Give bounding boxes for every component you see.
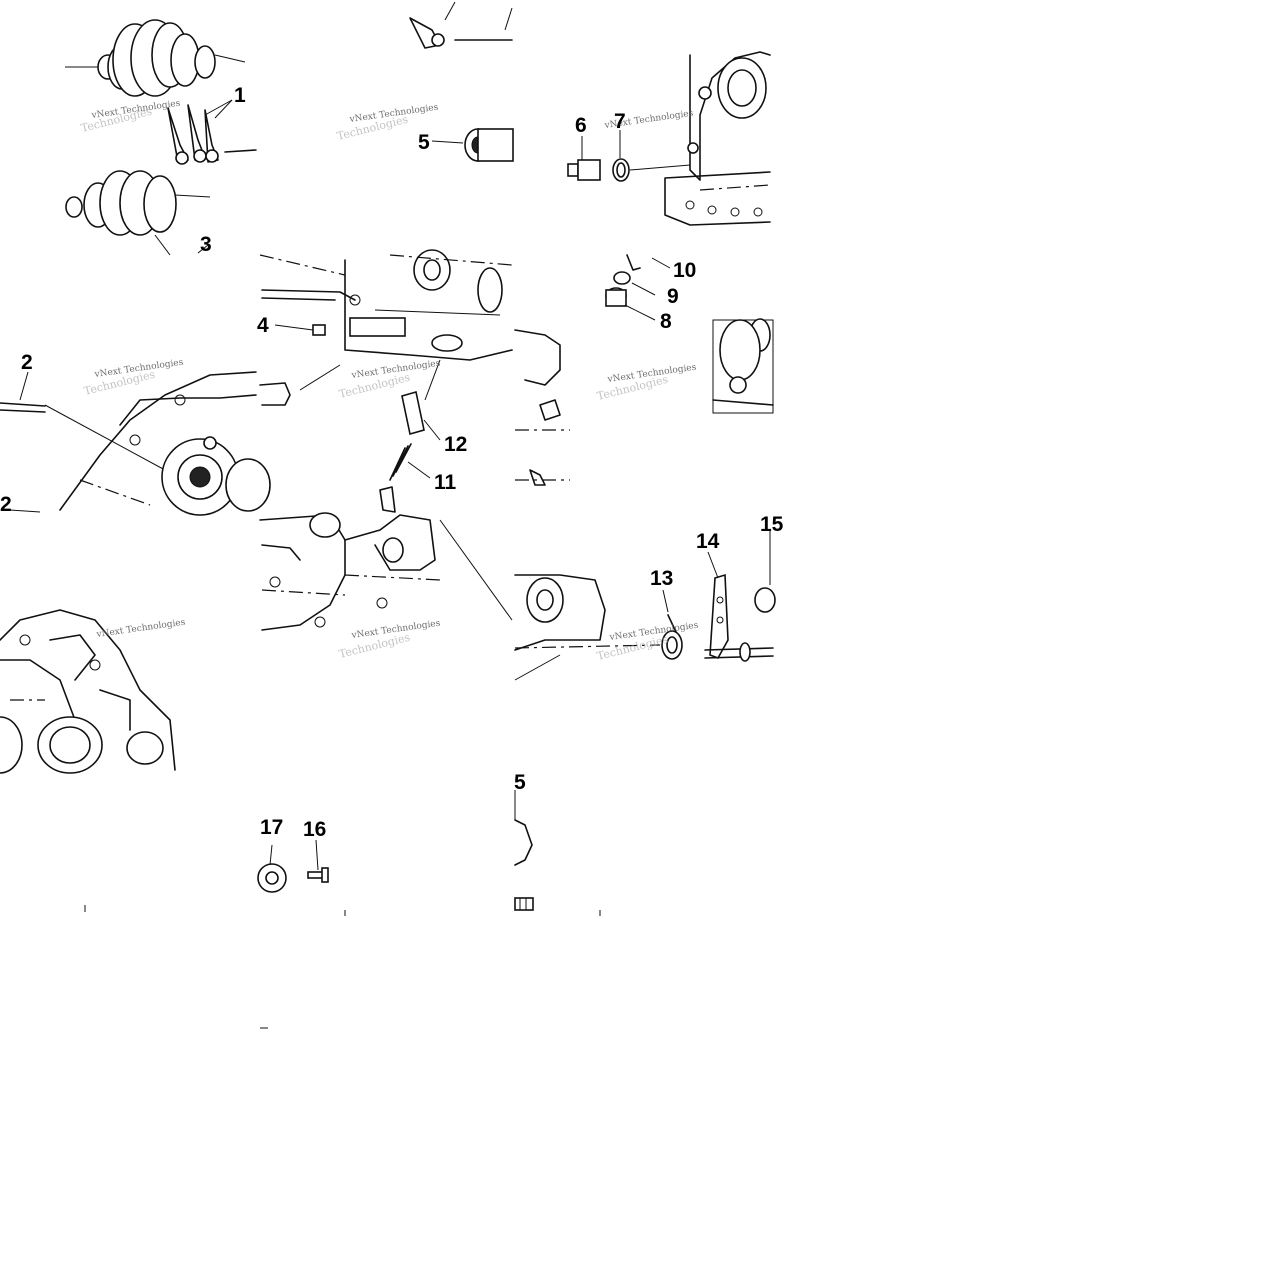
callout-3: 3 <box>200 233 212 256</box>
callout-14: 14 <box>696 530 720 553</box>
callout-4: 4 <box>257 314 269 337</box>
callout-6: 6 <box>575 114 587 137</box>
callout-10: 10 <box>673 259 696 282</box>
crankcase-left-half <box>0 371 291 516</box>
bolt-and-flange-nut <box>84 790 601 1029</box>
callout-8: 8 <box>660 310 672 333</box>
callout-2-upper: 2 <box>21 351 33 374</box>
crankcase-middle <box>259 249 513 513</box>
crankcase-right-half <box>0 609 176 774</box>
callout-5-lower: 5 <box>514 771 526 794</box>
callout-9: 9 <box>667 285 679 308</box>
watermarks: vNext Technologies Technologies vNext Te… <box>80 99 700 663</box>
callout-16: 16 <box>303 818 326 841</box>
callout-13: 13 <box>650 567 673 590</box>
transmission-gear-cluster <box>65 19 257 256</box>
seal-washer-cap-set <box>514 254 774 486</box>
callout-17: 17 <box>260 816 283 839</box>
callout-5-upper: 5 <box>418 131 430 154</box>
shift-fork-and-bearing <box>409 1 514 162</box>
callout-7: 7 <box>614 110 626 133</box>
callout-1: 1 <box>234 84 246 107</box>
sensor-and-cover <box>567 51 771 226</box>
callout-12: 12 <box>444 433 467 456</box>
callout-2-lower: 2 <box>0 493 12 516</box>
svg-text:vNext Technologies: vNext Technologies <box>95 618 186 641</box>
callout-labels: 1 2 2 3 4 5 5 6 7 8 9 10 11 12 13 14 15 … <box>0 84 784 841</box>
shift-arm-and-spring <box>514 530 776 681</box>
callout-11: 11 <box>434 471 457 494</box>
callout-15: 15 <box>760 513 784 536</box>
crankcase-lower-middle <box>259 512 513 631</box>
